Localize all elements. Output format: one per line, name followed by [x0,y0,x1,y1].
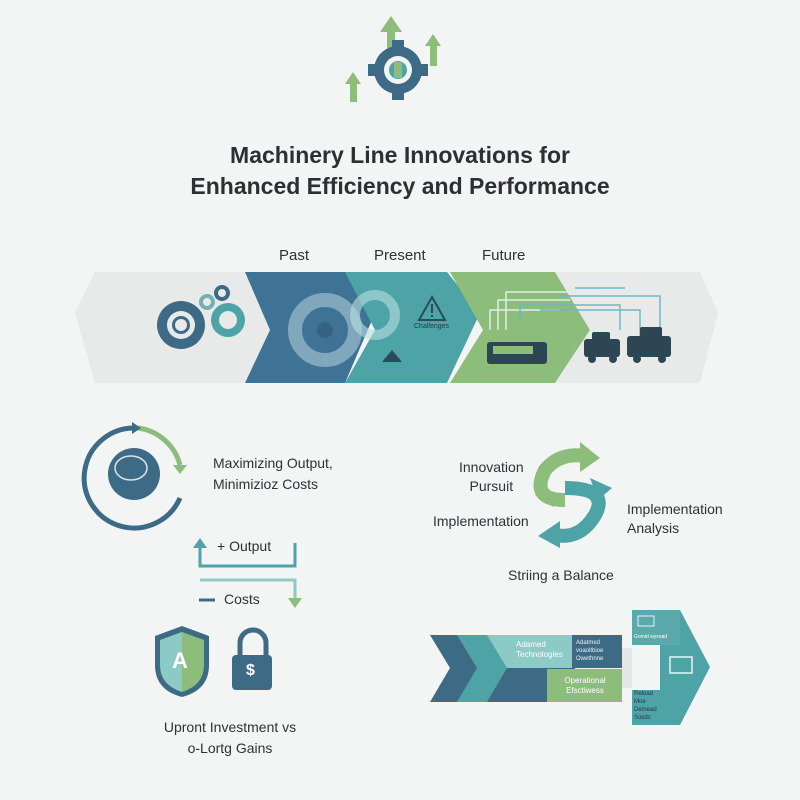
roadmap-arrow-bottom-label: Reload Moe Demead Sokds [634,690,657,722]
output-label: + Output [217,538,272,554]
title-line-1: Machinery Line Innovations for [230,142,570,168]
costs-label: Costs [224,591,260,607]
arrow-bottom-line-4: Sokds [634,715,651,721]
factory-machine-icon [487,342,547,364]
implementation-analysis-label: Implementation Analysis [627,500,723,538]
innovation-pursuit-label: Innovation Pursuit [459,458,524,496]
caption-line-1: Upront Investment vs [163,719,297,735]
operational-line-2: Efsctiwess [566,686,604,695]
advanced-box-line-1: Adatmed [576,640,601,646]
arrow-bottom-line-1: Reload [634,691,654,697]
page-title: Machinery Line Innovations for Enhanced … [0,140,800,202]
operational-line-1: Operational [564,676,606,685]
advanced-tech-line-2: Technologies [516,650,563,659]
present-cycle-icon [350,290,400,340]
stage-label-future: Future [482,247,526,264]
gears-icon [157,285,245,349]
stage-label-past: Past [279,247,310,264]
roadmap-arrow-top-label: Gomid wyxoad [634,634,668,640]
caption-line-2: o-Lortg Gains [187,740,273,756]
lock-dollar: $ [246,662,255,679]
operational-effectiveness-label: Operational Efsctiwess [552,676,618,696]
output-costs-arrows [193,538,302,608]
title-line-2: Enhanced Efficiency and Performance [190,173,610,199]
heading-line-2: Minimizioz Costs [213,476,319,492]
advanced-box-line-3: Owethnne [576,656,604,662]
shield-letter: A [172,648,188,673]
advanced-tech-line-1: Adamed [516,640,546,649]
roadmap-diagram [430,610,710,725]
warning-icon [417,294,447,321]
gear-growth-icon [345,16,441,102]
brain-cycle-icon [81,422,187,531]
investment-caption: Upront Investment vs o-Lortg Gains [140,717,320,759]
advanced-box-label: Adatmed voaoltbioe Owethnne [576,639,603,663]
innovation-line-2: Pursuit [469,478,514,494]
challenges-label: Challenges [414,323,450,330]
lock-icon [232,627,272,690]
balance-cycle-icon [533,442,612,548]
arrow-bottom-line-3: Demead [634,707,657,713]
arrow-bottom-line-2: Moe [634,699,646,705]
timeline-band [75,272,718,383]
maximizing-heading: Maximizing Output, Minimizioz Costs [213,453,333,495]
advanced-technologies-label: Adamed Technologies [516,640,563,660]
balance-caption: Striing a Balance [508,567,614,583]
heading-line-1: Maximizing Output, [213,455,333,471]
stage-label-present: Present [374,247,426,264]
analysis-line-2: Analysis [627,520,680,536]
vehicles-icon [584,327,671,363]
innovation-line-1: Innovation [459,459,524,475]
implementation-label: Implementation [433,513,529,529]
mountain-icon [382,350,402,362]
advanced-box-line-2: voaoltbioe [576,648,604,654]
shield-icon [155,626,209,697]
analysis-line-1: Implementation [627,501,723,517]
